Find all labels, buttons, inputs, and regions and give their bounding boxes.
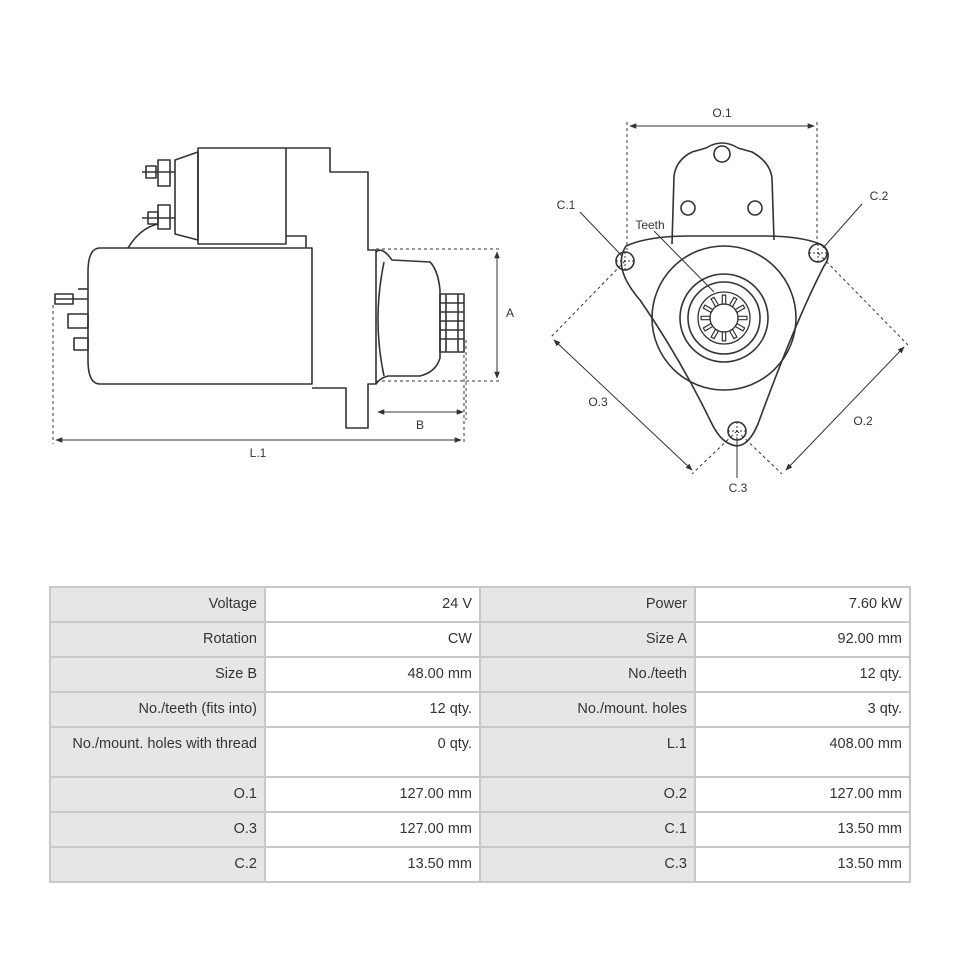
spec-label: Power xyxy=(479,586,696,623)
pinion-tooth xyxy=(728,296,738,308)
spec-value: 3 qty. xyxy=(694,691,911,728)
spec-value: 7.60 kW xyxy=(694,586,911,623)
spec-value: 48.00 mm xyxy=(264,656,481,693)
table-row: No./mount. holes with thread 0 qty. L.1 … xyxy=(49,726,911,778)
pinion-tooth xyxy=(702,304,714,314)
upper-bracket xyxy=(671,142,775,245)
dimension-label-a: A xyxy=(506,306,514,320)
pinion-tooth xyxy=(700,315,711,321)
spec-value: 24 V xyxy=(264,586,481,623)
side-view xyxy=(54,147,465,429)
table-row: No./teeth (fits into) 12 qty. No./mount.… xyxy=(49,691,911,728)
pinion-tooth xyxy=(737,315,748,321)
dimension-label-l1: L.1 xyxy=(250,446,267,460)
table-row: O.1 127.00 mm O.2 127.00 mm xyxy=(49,776,911,813)
dimension-label-o3: O.3 xyxy=(588,395,608,409)
spec-value: 13.50 mm xyxy=(264,846,481,883)
nose-housing xyxy=(375,249,441,385)
spec-value: 12 qty. xyxy=(264,691,481,728)
pinion-tooth xyxy=(728,328,738,340)
table-row: O.3 127.00 mm C.1 13.50 mm xyxy=(49,811,911,848)
pinion-tooth xyxy=(710,296,720,308)
table-row: C.2 13.50 mm C.3 13.50 mm xyxy=(49,846,911,883)
table-row: Rotation CW Size A 92.00 mm xyxy=(49,621,911,658)
drive-housing xyxy=(286,147,377,429)
spec-value: 13.50 mm xyxy=(694,811,911,848)
spec-label: No./mount. holes xyxy=(479,691,696,728)
spec-label: C.1 xyxy=(479,811,696,848)
teeth-label: Teeth xyxy=(635,218,664,232)
spec-value: 408.00 mm xyxy=(694,726,911,778)
table-row: Voltage 24 V Power 7.60 kW xyxy=(49,586,911,623)
spec-label: No./mount. holes with thread xyxy=(49,726,266,778)
spec-label: O.2 xyxy=(479,776,696,813)
spec-label: Size B xyxy=(49,656,266,693)
front-pinion xyxy=(697,291,751,345)
side-view-dimensions xyxy=(52,248,500,444)
pinion-teeth xyxy=(700,294,748,342)
pinion-tooth xyxy=(721,294,727,305)
motor-body xyxy=(87,247,313,385)
spec-value: CW xyxy=(264,621,481,658)
spec-table: Voltage 24 V Power 7.60 kW Rotation CW S… xyxy=(49,586,911,883)
pinion-tooth xyxy=(702,322,714,332)
spec-value: 13.50 mm xyxy=(694,846,911,883)
dimension-label-c3: C.3 xyxy=(729,481,748,495)
spec-label: No./teeth (fits into) xyxy=(49,691,266,728)
spec-label: Size A xyxy=(479,621,696,658)
technical-drawing: A B L.1 xyxy=(52,106,909,495)
spec-label: O.3 xyxy=(49,811,266,848)
front-view-dimensions xyxy=(549,122,909,478)
spec-label: C.3 xyxy=(479,846,696,883)
pinion-gear xyxy=(439,293,465,353)
pinion-tooth xyxy=(721,331,727,342)
spec-value: 127.00 mm xyxy=(264,811,481,848)
spec-value: 0 qty. xyxy=(264,726,481,778)
dimension-label-c2: C.2 xyxy=(870,189,889,203)
spec-label: No./teeth xyxy=(479,656,696,693)
mounting-flange xyxy=(620,235,829,447)
dimension-label-c1: C.1 xyxy=(557,198,576,212)
spec-value: 127.00 mm xyxy=(694,776,911,813)
dimension-label-b: B xyxy=(416,418,424,432)
solenoid-terminals xyxy=(127,159,175,249)
dimension-label-o1: O.1 xyxy=(712,106,732,120)
table-row: Size B 48.00 mm No./teeth 12 qty. xyxy=(49,656,911,693)
solenoid xyxy=(197,147,287,245)
pinion-tooth xyxy=(734,322,746,332)
front-view xyxy=(615,142,829,447)
spec-label: L.1 xyxy=(479,726,696,778)
spec-label: C.2 xyxy=(49,846,266,883)
spec-label: Voltage xyxy=(49,586,266,623)
spec-value: 12 qty. xyxy=(694,656,911,693)
spec-value: 127.00 mm xyxy=(264,776,481,813)
pinion-tooth xyxy=(710,328,720,340)
spec-label: O.1 xyxy=(49,776,266,813)
spec-value: 92.00 mm xyxy=(694,621,911,658)
pinion-tooth xyxy=(734,304,746,314)
rear-terminal-studs xyxy=(54,288,89,351)
dimension-label-o2: O.2 xyxy=(853,414,873,428)
spec-label: Rotation xyxy=(49,621,266,658)
